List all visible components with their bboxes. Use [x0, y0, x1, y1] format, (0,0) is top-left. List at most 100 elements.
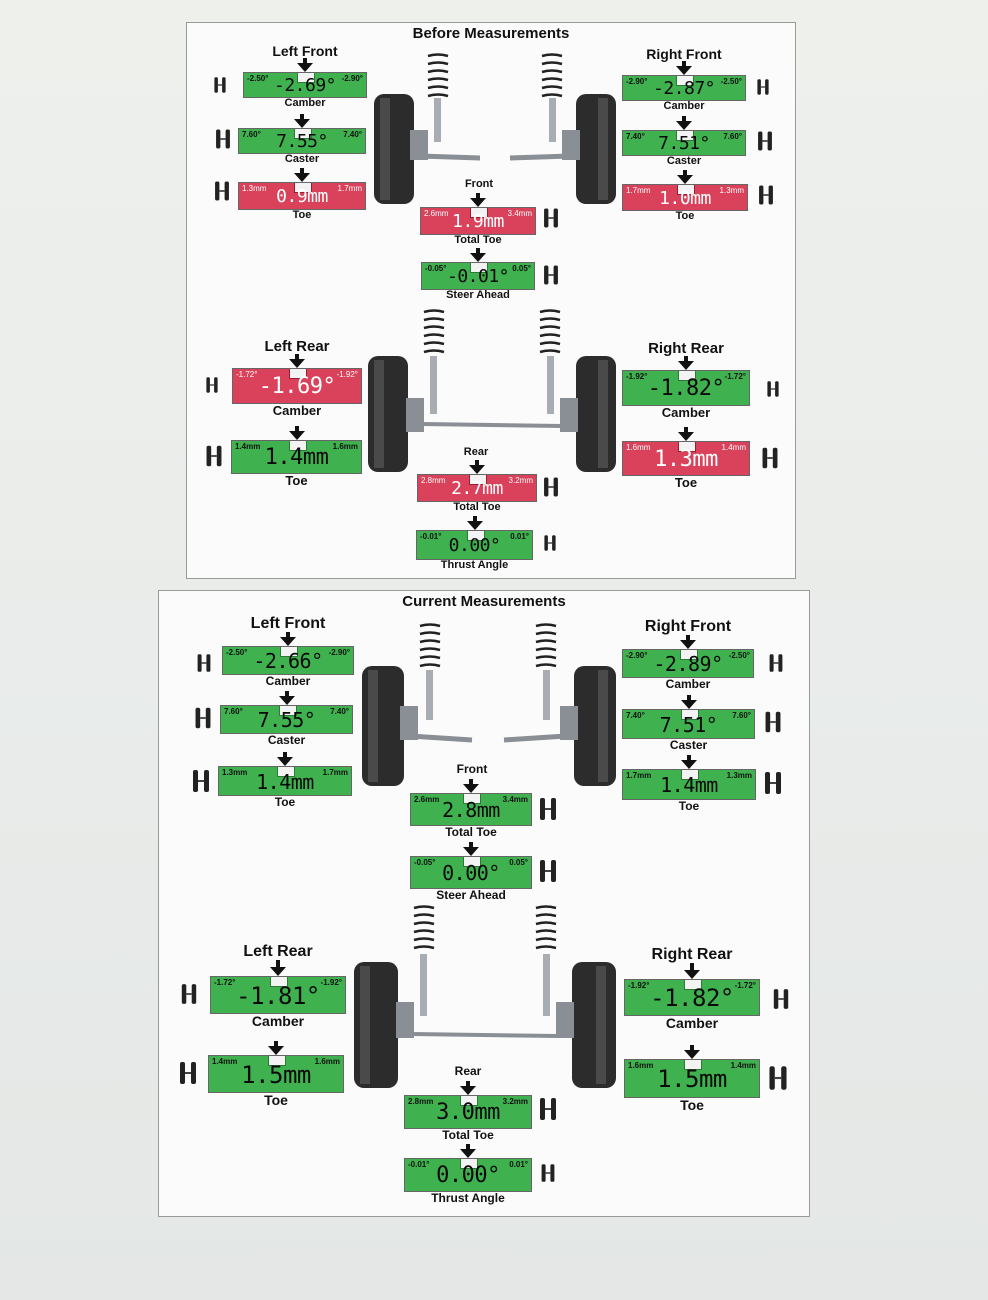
wheel-position-title: Left Rear: [264, 338, 330, 355]
range-min-label: -2.50°: [247, 74, 269, 83]
range-max-label: 7.40°: [330, 707, 349, 716]
range-max-label: 3.4mm: [502, 795, 528, 804]
range-max-label: 0.01°: [509, 1160, 528, 1169]
range-max-label: 1.3mm: [719, 186, 744, 195]
measurement-bar: -0.05°0.05°0.00°: [410, 856, 532, 889]
target-notch: [676, 76, 694, 86]
range-min-label: -0.05°: [414, 858, 436, 867]
wheel-position-title: Left Front: [272, 43, 338, 59]
range-max-label: 1.7mm: [322, 768, 348, 777]
measurement-bar: -0.01°0.01°0.00°: [404, 1158, 532, 1192]
measurement-value: 1.4mm: [256, 770, 314, 794]
measurement-name: Steer Ahead: [446, 289, 510, 301]
front-label: Front: [464, 178, 494, 190]
measurement-name: Thrust Angle: [431, 1191, 505, 1205]
range-max-label: 7.60°: [723, 132, 742, 141]
wheel-position-title: Right Rear: [648, 340, 724, 357]
measurement-value: 7.51°: [659, 713, 718, 737]
measurement-name: Total Toe: [453, 501, 501, 513]
measurement-value: 7.55°: [276, 131, 328, 152]
measurement-bar: -1.92°-1.72°-1.82°: [624, 979, 760, 1016]
measurement-name: Total Toe: [454, 234, 502, 246]
measurement-bar: -2.50°-2.90°-2.69°: [243, 72, 367, 98]
before-right-front-caster-gauge: 7.40°7.60°7.51°Caster: [622, 116, 746, 169]
measurement-bar: -2.90°-2.50°-2.89°: [622, 649, 754, 678]
measurement-value: -1.82°: [650, 984, 734, 1012]
range-min-label: 1.7mm: [626, 186, 651, 195]
current-steer-ahead-gauge: -0.05°0.05°0.00°Steer Ahead: [410, 842, 532, 903]
measurement-bar: -2.90°-2.50°-2.87°: [622, 75, 746, 101]
range-max-label: -1.92°: [336, 370, 358, 379]
range-min-label: 2.6mm: [414, 795, 440, 804]
target-notch: [469, 475, 487, 485]
measurement-name: Caster: [267, 733, 306, 747]
measurement-name: Toe: [674, 475, 698, 490]
toe-wheel-icon: [180, 1062, 196, 1084]
wheel-position-title: Right Front: [644, 618, 732, 635]
target-notch: [678, 371, 696, 381]
range-min-label: 7.60°: [224, 707, 243, 716]
target-notch: [297, 73, 315, 83]
camber-wheel-icon: [769, 654, 783, 672]
current-right-rear-camber-gauge: Right Rear-1.92°-1.72°-1.82°Camber: [624, 946, 760, 1032]
camber-wheel-icon: [214, 77, 226, 93]
range-max-label: 1.4mm: [721, 443, 746, 452]
measurement-value: -2.66°: [253, 649, 323, 673]
before-left-rear-camber-gauge: Left Rear-1.72°-1.92°-1.69°Camber: [232, 338, 362, 419]
current-right-front-camber-gauge: Right Front-2.90°-2.50°-2.89°Camber: [622, 618, 754, 692]
camber-wheel-icon: [757, 79, 769, 95]
measurement-name: Caster: [666, 155, 702, 167]
range-min-label: -2.50°: [226, 648, 248, 657]
range-min-label: 7.60°: [242, 130, 261, 139]
range-max-label: 1.6mm: [314, 1057, 340, 1066]
toe-wheel-icon: [765, 772, 781, 794]
rear-label: Rear: [463, 446, 489, 458]
measurement-value: 1.9mm: [452, 211, 504, 232]
current-left-front-caster-gauge: 7.60°7.40°7.55°Caster: [220, 691, 353, 748]
target-notch: [294, 183, 312, 193]
measurement-name: Toe: [675, 210, 695, 222]
caster-wheel-icon: [765, 711, 781, 733]
measurement-bar: -1.92°-1.72°-1.82°: [622, 370, 750, 406]
measurement-value: 1.3mm: [654, 447, 718, 472]
range-min-label: -1.92°: [628, 981, 650, 990]
target-notch: [680, 710, 699, 720]
range-max-label: -2.90°: [341, 74, 363, 83]
toe-wheel-icon: [215, 181, 229, 201]
camber-wheel-icon: [206, 377, 218, 393]
thrust-wheel-icon: [541, 1164, 555, 1182]
wheel-position-title: Left Rear: [243, 943, 313, 960]
range-max-label: 0.01°: [510, 532, 529, 541]
before-thrust-angle-gauge: -0.01°0.01°0.00°Thrust Angle: [416, 516, 533, 573]
wheel-position-title: Right Rear: [651, 946, 733, 963]
range-min-label: -2.90°: [626, 651, 648, 660]
range-max-label: 3.4mm: [507, 209, 532, 218]
target-notch: [460, 1096, 478, 1106]
target-notch: [684, 980, 702, 990]
current-right-front-caster-gauge: 7.40°7.60°7.51°Caster: [622, 695, 755, 753]
toe-wheel-icon: [544, 208, 558, 228]
measurement-bar: -0.05°0.05°-0.01°: [421, 262, 535, 290]
range-max-label: -2.50°: [728, 651, 750, 660]
range-max-label: 3.2mm: [502, 1097, 528, 1106]
front-label: Front: [456, 762, 488, 776]
range-min-label: 2.6mm: [424, 209, 449, 218]
measurement-value: 0.00°: [448, 535, 501, 556]
measurement-value: 1.4mm: [264, 445, 329, 470]
measurement-name: Toe: [678, 799, 700, 813]
measurement-value: -2.87°: [652, 78, 716, 99]
range-min-label: 1.4mm: [235, 442, 261, 451]
range-max-label: 7.40°: [343, 130, 362, 139]
target-notch: [470, 208, 488, 218]
